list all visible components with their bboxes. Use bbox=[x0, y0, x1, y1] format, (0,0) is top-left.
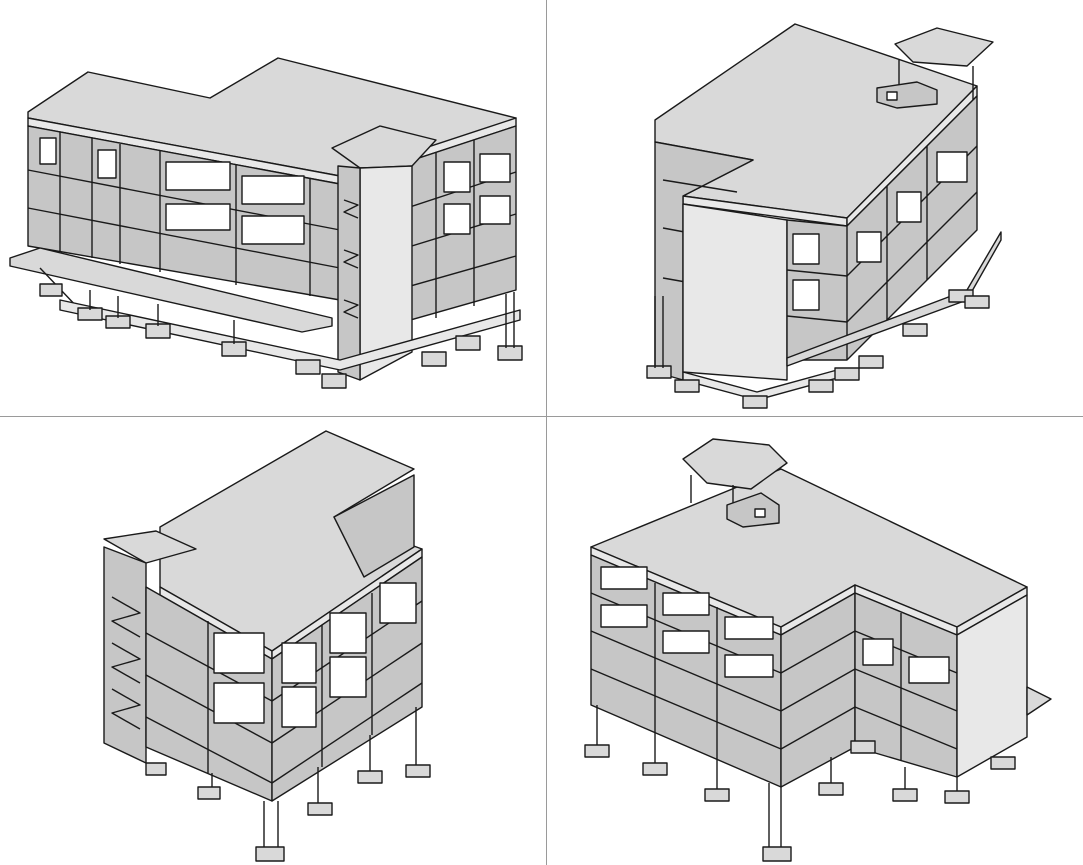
building-model-view-3 bbox=[103, 430, 431, 862]
building-model-view-1 bbox=[9, 57, 523, 389]
view-bottom-left[interactable] bbox=[0, 417, 546, 865]
view-top-right[interactable] bbox=[547, 0, 1083, 416]
view-bottom-right[interactable] bbox=[547, 417, 1083, 865]
viewport-divider-vertical[interactable] bbox=[546, 0, 547, 865]
view-top-left[interactable] bbox=[0, 0, 546, 416]
building-model-view-2 bbox=[646, 23, 1002, 409]
viewport-divider-horizontal[interactable] bbox=[0, 416, 1083, 417]
building-model-view-4 bbox=[584, 438, 1052, 862]
